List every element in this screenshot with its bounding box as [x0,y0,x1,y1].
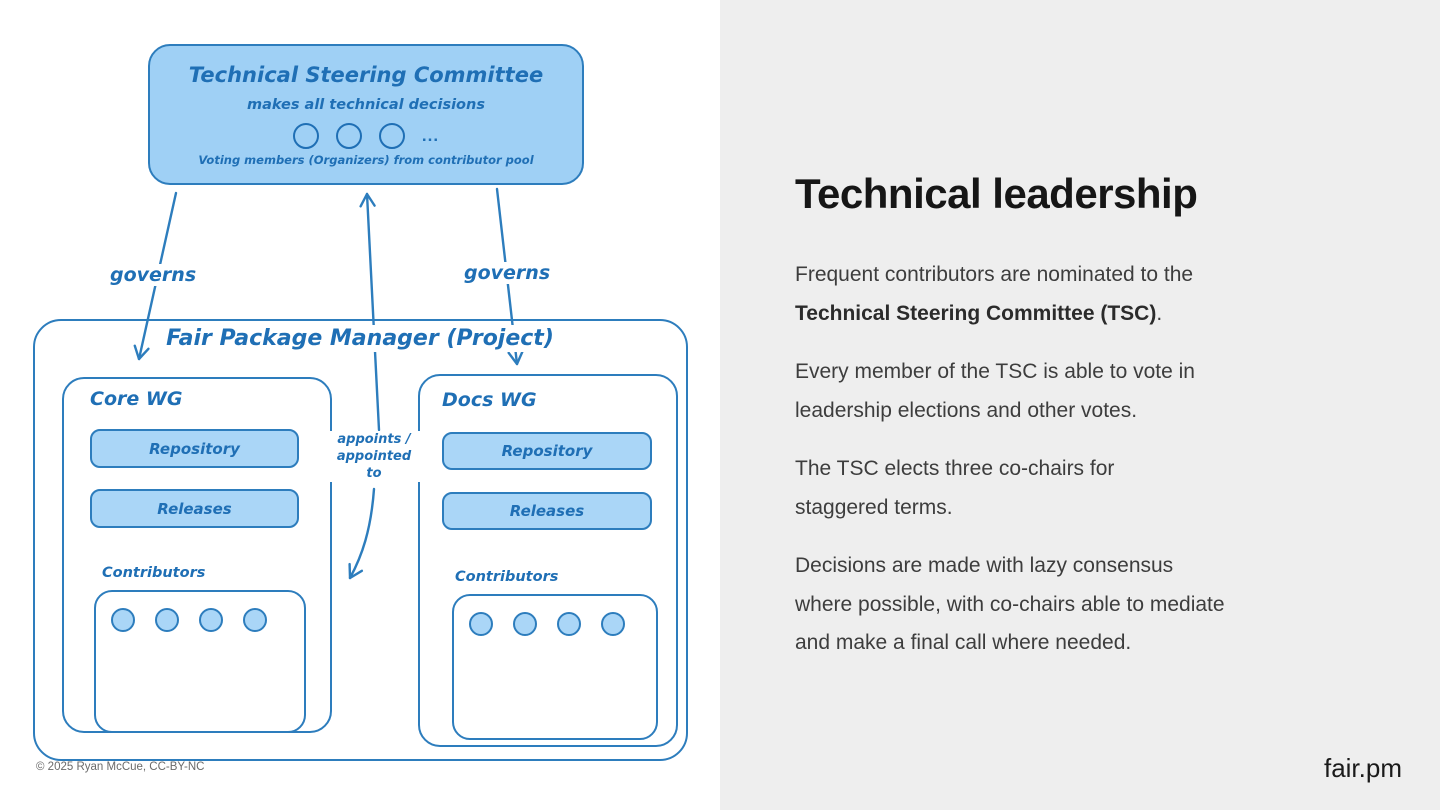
core-releases-box: Releases [90,489,299,528]
contributor-circle-icon [155,608,179,632]
docs-repository-box: Repository [442,432,652,470]
panel-content: Technical leadership Frequent contributo… [795,170,1340,683]
contributor-circle-icon [513,612,537,636]
panel-paragraph: Every member of the TSC is able to vote … [795,360,1195,422]
project-title: Fair Package Manager (Project) [0,325,720,352]
tsc-caption: Voting members (Organizers) from contrib… [198,153,534,167]
panel-paragraph: Frequent contributors are nominated to t… [795,263,1194,325]
slide-title: Technical leadership [795,170,1198,217]
docs-contributors-label: Contributors [455,569,559,585]
panel-paragraph: The TSC elects three co-chairs for stagg… [795,457,1115,519]
tsc-subtitle: makes all technical decisions [247,97,485,113]
contributor-circle-icon [243,608,267,632]
core-contributors-label: Contributors [102,565,206,581]
core-wg-box: Core WG Repository Releases Contributors [62,377,332,733]
contributor-circle-icon [601,612,625,636]
site-footer-text: fair.pm [1323,753,1402,783]
core-repository-box: Repository [90,429,299,468]
appoints-label: appoints / appointed to [326,431,422,482]
member-circle-icon [335,123,362,149]
governs-label-right: governs [459,262,556,284]
governs-label-left: governs [105,264,202,286]
docs-releases-box: Releases [442,492,652,530]
tsc-members-row: ... [150,122,582,150]
core-wg-title: Core WG [90,388,183,410]
docs-wg-title: Docs WG [442,389,537,411]
panel-paragraphs: Frequent contributors are nominated to t… [795,256,1340,663]
member-circle-icon [378,123,405,149]
member-circle-icon [292,123,319,149]
contributor-circle-icon [469,612,493,636]
contributor-circle-icon [557,612,581,636]
tsc-title: Technical Steering Committee [188,63,544,87]
ellipsis-icon: ... [421,126,440,145]
text-panel: Technical leadership Frequent contributo… [720,0,1440,810]
contributor-circle-icon [199,608,223,632]
contributor-circle-icon [111,608,135,632]
core-contributors-box [94,590,306,733]
docs-contributors-box [452,594,658,740]
tsc-box: Technical Steering Committee makes all t… [148,44,584,185]
copyright-text: © 2025 Ryan McCue, CC-BY-NC [36,761,205,773]
governance-diagram: Technical Steering Committee makes all t… [0,44,720,773]
panel-paragraph: Decisions are made with lazy consensus w… [795,554,1225,654]
docs-wg-box: Docs WG Repository Releases Contributors [418,374,678,747]
